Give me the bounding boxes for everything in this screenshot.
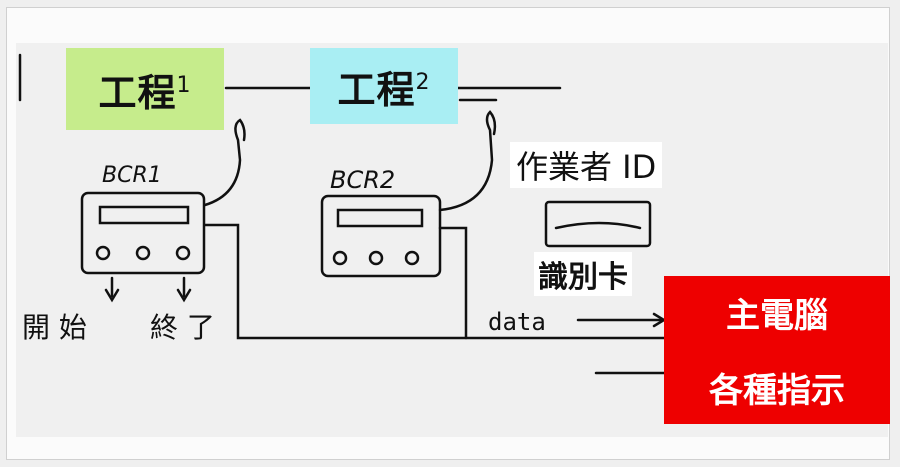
instructions-label: 各種指示 bbox=[709, 371, 845, 411]
main-computer-label: 主電腦 bbox=[726, 296, 828, 336]
bcr1-cable bbox=[203, 118, 246, 207]
bcr2-slot bbox=[336, 208, 424, 228]
id-card-stripe bbox=[554, 221, 642, 230]
start-arrow-head bbox=[104, 288, 120, 303]
process2-label: 工程 bbox=[337, 67, 416, 112]
data-bus-bcr2 bbox=[438, 226, 468, 340]
bcr1-slot bbox=[98, 205, 190, 225]
data-bus-bcr1 bbox=[203, 223, 666, 340]
end-arrow-head bbox=[176, 288, 192, 303]
id-card-label: 識別卡 bbox=[534, 252, 632, 296]
id-card-shape bbox=[544, 200, 652, 248]
bcr1-button-2 bbox=[135, 245, 151, 261]
bcr1-label: BCR1 bbox=[102, 163, 162, 188]
bcr1-body bbox=[80, 191, 206, 275]
end-label: 終 了 bbox=[150, 311, 215, 344]
bcr1-button-3 bbox=[175, 245, 191, 261]
bcr2-button-1 bbox=[332, 250, 348, 266]
bcr2-button-3 bbox=[404, 250, 420, 266]
bcr2-body bbox=[320, 194, 442, 278]
bcr2-button-2 bbox=[368, 250, 384, 266]
bcr2-label: BCR2 bbox=[330, 166, 396, 194]
main-computer-box: 主電腦 各種指示 bbox=[664, 276, 890, 424]
process1-number: 1 bbox=[176, 72, 192, 98]
operator-id-label: 作業者 ID bbox=[510, 142, 663, 188]
start-label: 開 始 bbox=[22, 311, 87, 344]
data-label: data bbox=[488, 308, 546, 336]
process1-label: 工程 bbox=[98, 70, 177, 115]
bcr1-button-1 bbox=[95, 245, 111, 261]
bcr2-cable bbox=[438, 110, 497, 212]
process2-number: 2 bbox=[415, 69, 431, 95]
